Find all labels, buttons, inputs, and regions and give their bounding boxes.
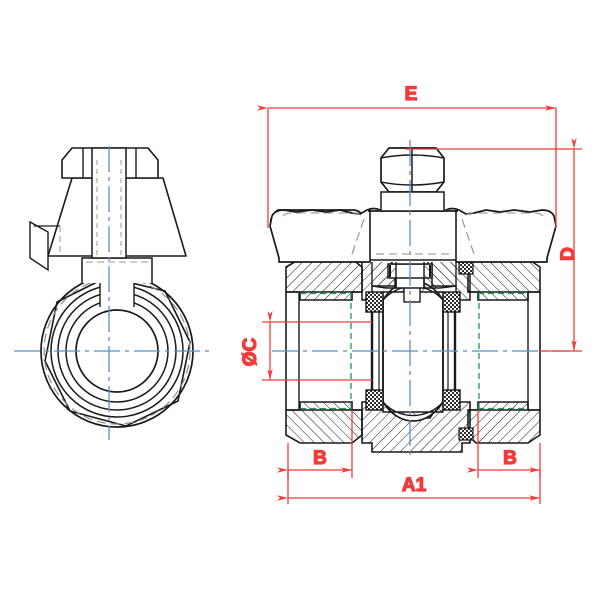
front-view	[14, 146, 212, 440]
dimension-label-B-left: B	[313, 448, 327, 469]
butterfly-handle	[269, 207, 557, 263]
body-right-bore-lines	[468, 291, 540, 411]
dimension-label-D: D	[558, 247, 579, 261]
valve-ball-assembly	[365, 261, 474, 441]
hex-stem-nut	[380, 147, 445, 212]
handle-right-wing	[439, 207, 557, 263]
dimension-annotations: E D ØC B B	[239, 83, 582, 504]
handle-right-hidden-fold	[461, 218, 475, 255]
seat-ring-right-top	[442, 291, 461, 313]
handle-side-tab	[29, 220, 49, 272]
dimension-E	[257, 105, 557, 228]
section-view-centerlines	[272, 140, 570, 460]
hex-nut-chamfer-top	[380, 154, 445, 159]
handle-left-wing	[269, 207, 387, 263]
body-oring-lower	[458, 427, 474, 441]
section-view	[269, 140, 570, 460]
nut-washer	[380, 191, 445, 212]
seat-ring-left-bottom	[365, 389, 384, 411]
dimension-C	[262, 311, 372, 381]
seat-ring-right-bottom	[442, 389, 461, 411]
dimension-label-B-right: B	[503, 448, 517, 469]
dimension-A1	[277, 470, 541, 504]
handle-right-hidden-edge	[461, 212, 544, 220]
handle-saddle-sides	[369, 210, 457, 262]
front-view-centerlines	[14, 146, 212, 440]
handle-saddle-fill	[370, 210, 456, 262]
hex-nut-chamfer-bottom	[380, 181, 445, 186]
neck-lower-fill	[100, 283, 134, 307]
dimension-label-A1: A1	[402, 475, 427, 496]
seat-ring-left-top	[365, 291, 384, 313]
dimension-label-C: ØC	[240, 337, 261, 366]
handle-left-hidden-edge	[282, 212, 365, 220]
body-oring-upper	[458, 261, 474, 275]
body-left-bore-lines	[286, 291, 362, 411]
dimension-label-E: E	[405, 84, 418, 105]
dimension-D	[405, 138, 582, 352]
handle-left-hidden-fold	[351, 218, 365, 255]
